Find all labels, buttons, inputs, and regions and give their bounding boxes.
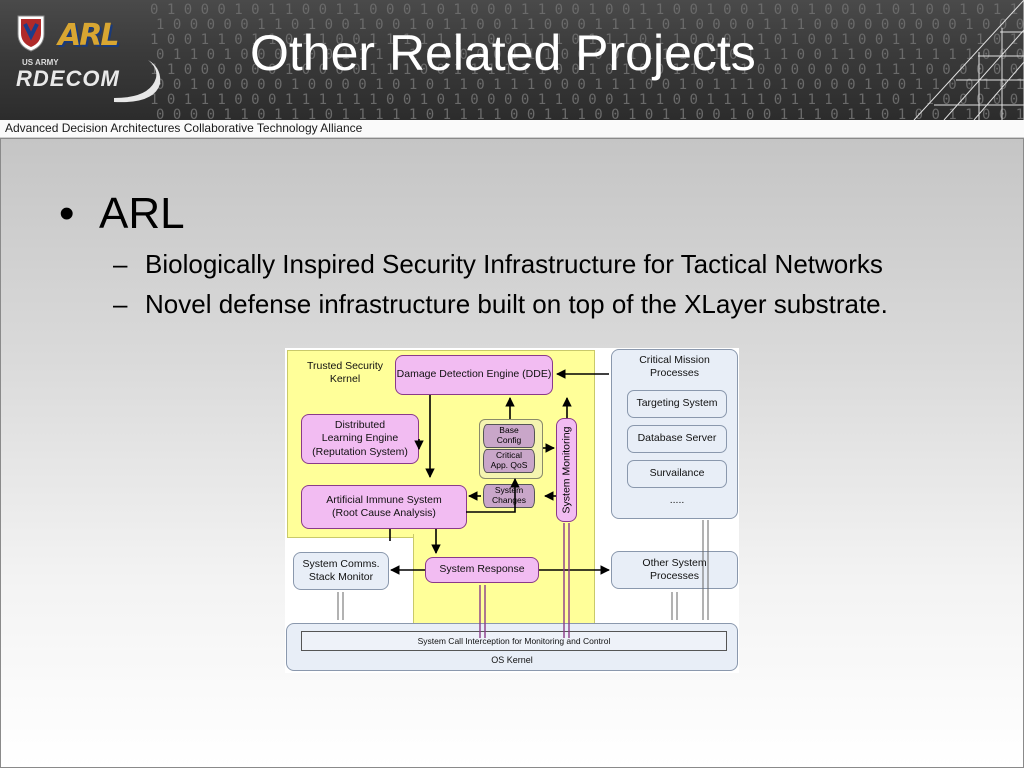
system-changes-store: System Changes [483,484,535,508]
ais-box: Artificial Immune System (Root Cause Ana… [301,485,467,529]
svg-text:1 0 0 1 1 0 1 1 0 1 1 0 0 1 1: 1 0 0 1 1 0 1 1 0 1 1 0 0 1 1 1 1 1 1 1 … [150,32,1024,48]
syscall-interception-bar: System Call Interception for Monitoring … [301,631,727,651]
svg-text:0 0 1 0 0 0 0 0 1 0 0 0 0 1 0: 0 0 1 0 0 0 0 0 1 0 0 0 0 1 0 1 0 1 1 0 … [156,77,1024,93]
architecture-diagram: Trusted Security Kernel Critical Mission… [285,348,739,673]
subbullet-2: –Novel defense infrastructure built on t… [113,289,888,320]
other-processes-box: Other System Processes [611,551,738,589]
diagram-arrows [337,369,709,638]
bullet-dot-icon: • [59,189,75,238]
slide-title: Other Related Projects [250,25,756,81]
arl-logo: ARL [58,18,119,53]
distributed-learning-box: Distributed Learning Engine (Reputation … [301,414,419,464]
trusted-kernel-label: Trusted Security Kernel [306,360,384,386]
subbullet-1: –Biologically Inspired Security Infrastr… [113,249,883,280]
rdecom-swoosh-icon [114,60,161,103]
us-army-label: US ARMY [22,58,59,67]
critical-qos-store: Critical App. QoS [483,449,535,473]
rdecom-logo: RDECOM [16,66,120,91]
subtitle-text: Advanced Decision Architectures Collabor… [5,121,363,135]
os-kernel-label: OS Kernel [491,654,533,665]
svg-text:0 1 1 0 1 0 0 0 1 0 0 1 1 1 0: 0 1 1 0 1 0 0 0 1 0 0 1 1 1 0 1 1 0 0 0 … [156,47,1024,63]
header-banner: 0 1 0 0 0 1 0 1 1 0 0 1 1 0 0 0 1 0 1 0 … [0,0,1024,120]
binary-background: 0 1 0 0 0 1 0 1 1 0 0 1 1 0 0 0 1 0 1 0 … [150,2,1024,120]
bullet-text: ARL [99,189,185,238]
subbullet-text: Novel defense infrastructure built on to… [145,289,888,319]
svg-text:1 0 1 1 1 0 0 0 1 1 1 1 1 1 0: 1 0 1 1 1 0 0 0 1 1 1 1 1 1 0 0 1 0 1 0 … [150,92,1024,108]
subbullet-text: Biologically Inspired Security Infrastru… [145,249,883,279]
grid-decoration [913,0,1024,120]
dash-icon: – [113,249,128,279]
system-monitoring-box [556,418,577,522]
targeting-system-box: Targeting System [627,390,727,418]
survailance-box: Survailance [627,460,727,488]
svg-text:0 1 0 0 0 1 0 1 1 0 0 1 1 0 0: 0 1 0 0 0 1 0 1 1 0 0 1 1 0 0 0 1 0 1 0 … [150,2,1024,18]
svg-text:1 1 0 0 0 0 0 0 1 0 0 0 0 1 1: 1 1 0 0 0 0 0 0 1 0 0 0 0 1 1 1 0 0 1 1 … [150,62,1024,78]
comms-monitor-box: System Comms. Stack Monitor [293,552,389,590]
svg-text:0 0 0 0 1 1 0 1 1 1 0 1 1 1 1: 0 0 0 0 1 1 0 1 1 1 0 1 1 1 1 1 0 1 1 1 … [156,107,1024,120]
system-response-box: System Response [425,557,539,583]
bullet-arl: • ARL [59,189,185,239]
dash-icon: – [113,289,128,319]
subtitle-bar: Advanced Decision Architectures Collabor… [0,120,1024,138]
army-shield-icon [17,15,45,52]
svg-text:1 0 0 0 0 0 1 1 0 1 0 0 1 0 0: 1 0 0 0 0 0 1 1 0 1 0 0 1 0 0 1 0 1 1 0 … [156,17,1024,33]
dde-box: Damage Detection Engine (DDE) [395,355,553,395]
database-server-box: Database Server [627,425,727,453]
base-config-store: Base Config [483,424,535,448]
critical-mission-label: Critical Mission Processes [639,354,710,380]
ellipsis-label: ..... [669,494,685,506]
